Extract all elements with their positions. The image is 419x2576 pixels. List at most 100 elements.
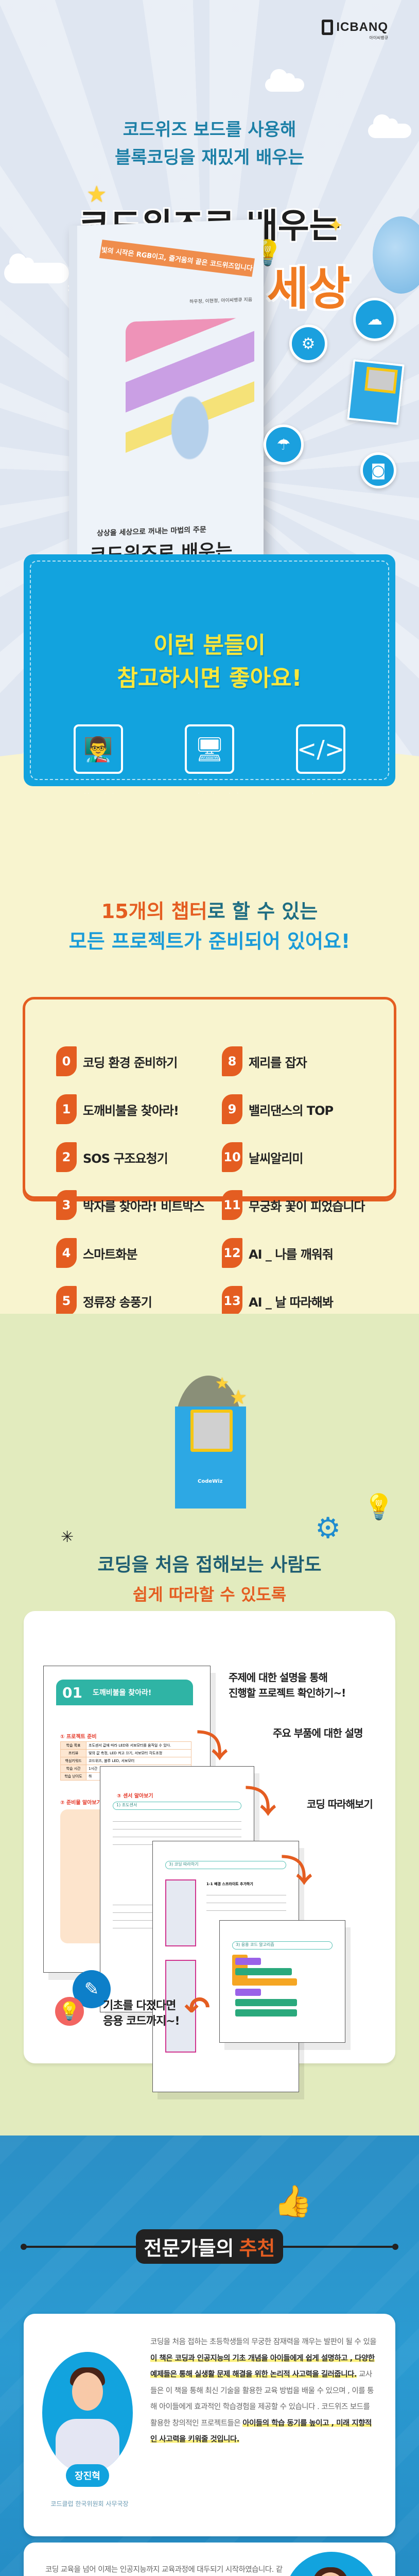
hero-subtitle-line-2: 블록코딩을 재밌게 배우는 [115, 147, 304, 168]
sample-page-app-code: 3) 응용 코드 알고리즘 [219, 1920, 345, 2043]
expert-quote: 코딩 교육을 넘어 이제는 인공지능까지 교육과정에 대두되기 시작하였습니다.… [45, 2562, 287, 2576]
sprite-panel-screenshot [165, 1960, 196, 2053]
chapter-number: 01 [62, 1684, 82, 1701]
cloud-wifi-icon: ☁ [353, 298, 396, 341]
thumbs-up-icon: 👍 [274, 2183, 312, 2219]
star-icon: ★ [86, 181, 107, 208]
weather-phone-icon: ☂ [264, 425, 304, 465]
globe-icon [373, 216, 419, 294]
chapter-number: 0 [56, 1046, 77, 1076]
steps-section: ★ ★ ⚙ 💡 ✳ 코딩을 처음 접해보는 사람도 쉽게 따라할 수 있도록 단… [0, 1314, 419, 2136]
expert-card: 장진혁 코드클럽 한국위원회 사무국장 코딩을 처음 접하는 초등학생들의 무궁… [24, 2314, 395, 2536]
logo-text: ICBANQ [336, 20, 388, 34]
chapter-label: 무궁화 꽃이 피었습니다 [249, 1199, 365, 1214]
table-cell: 코드위즈, 블루 LED, 서보모터 [86, 1757, 191, 1765]
chapter-number: 11 [222, 1190, 242, 1220]
chapter-number: 5 [56, 1286, 77, 1314]
cloud-icon [265, 69, 304, 92]
quote-text: 교사들은 이 책을 통해 최신 기술을 활용한 교육 방법을 배울 수 있으며 … [150, 2370, 374, 2428]
avatar-female [285, 2552, 378, 2576]
audience-item-label: 초소형 컴퓨터에 관심이 있는 학생 [166, 791, 253, 793]
book-authors: 하우정, 이현정, 아이씨뱅큐 지음 [189, 297, 252, 305]
curved-arrow-icon: ⤵ [197, 1728, 228, 1765]
chapter-item: 8 제리를 잡자 [222, 1046, 378, 1077]
steps-headline-line-1: 코딩을 처음 접해보는 사람도 [97, 1554, 322, 1575]
avatar-head [315, 2572, 346, 2576]
chapter-label: 정류장 송풍기 [83, 1295, 152, 1310]
curved-arrow-icon: ⤵ [281, 1853, 312, 1889]
quote-text: 코딩을 처음 접하는 초등학생들의 무궁한 잠재력을 깨우는 발판이 될 수 있… [150, 2338, 377, 2346]
star-icon: ★ [215, 1375, 229, 1393]
chapter-number: 2 [56, 1142, 77, 1172]
chapter-label: 스마트화분 [83, 1247, 137, 1262]
chapter-item: 11 무궁화 꽃이 피었습니다 [222, 1190, 378, 1221]
section-label: ① 프로젝트 준비 [60, 1734, 97, 1740]
chapter-number: 12 [222, 1238, 242, 1268]
audience-item-self-learner: </> 혼자서 코딩을 배워야하는 학생 [277, 724, 364, 793]
avatar-male [42, 2352, 133, 2473]
codewiz-board-sticker [347, 359, 405, 425]
chapter-number: 13 [222, 1286, 242, 1314]
code-block [235, 1968, 292, 1975]
chapter-number: 10 [222, 1142, 242, 1172]
subsection-box: 3) 응용 코드 알고리즘 [232, 1941, 333, 1950]
pencil-ruler-icon: ✎ [73, 1970, 111, 2008]
book-ribbon: 빛의 시작은 RGB이고, 즐거움의 끝은 코드위즈입니다 [99, 240, 255, 277]
audience-item-student: 🖥 초소형 컴퓨터에 관심이 있는 학생 [166, 724, 253, 793]
divider-line [21, 2243, 136, 2250]
heading-text: 전문가들의 [144, 2237, 234, 2260]
code-block [235, 1958, 261, 1965]
codewiz-board-image [175, 1406, 246, 1509]
chapters-title-line-2: 모든 프로젝트가 준비되어 있어요! [68, 930, 351, 953]
teacher-presentation-icon: 👨‍🏫 [74, 724, 123, 774]
chapters-title-rest: 로 할 수 있는 [207, 900, 318, 923]
experts-heading: 전문가들의 추천 [21, 2229, 398, 2264]
experts-section: 전문가들의 추천 👍 장진혁 코드클럽 한국위원회 사무국장 코딩을 처음 접하… [0, 2136, 419, 2576]
code-block [235, 2009, 297, 2016]
expert-quote: 코딩을 처음 접하는 초등학생들의 무궁한 잠재력을 깨우는 발판이 될 수 있… [150, 2334, 377, 2448]
avatar-head [72, 2372, 103, 2411]
chapter-label: 밸리댄스의 TOP [249, 1103, 334, 1118]
chapter-number: 3 [56, 1190, 77, 1220]
chapter-number: 8 [222, 1046, 242, 1076]
book-illustration [126, 317, 254, 477]
logo-mark-icon [322, 20, 334, 35]
self-study-laptop-code-icon: </> [296, 724, 345, 774]
chapter-label: 박자를 찾아라! 비트박스 [83, 1199, 204, 1214]
gear-circuit-icon: ⚙ [289, 325, 327, 363]
student-computer-icon: 🖥 [185, 724, 234, 774]
expert-role: 코드클럽 한국위원회 사무국장 [50, 2500, 129, 2507]
icbanq-logo[interactable]: ICBANQ 아이씨뱅큐 [322, 20, 388, 40]
steps-headline-line-2: 쉽게 따라할 수 있도록 [132, 1585, 287, 1604]
callout-coding: 코딩 따라해보기 [307, 1798, 373, 1810]
callout-advanced-code: 기초를 다졌다면 응용 코드까지~! [103, 1999, 180, 2028]
body-text-lines [206, 1891, 286, 1911]
audience-list: 👨‍🏫 학교에서 코딩을 가르치는 선생님 🖥 초소형 컴퓨터에 관심이 있는 … [55, 724, 364, 793]
table-cell: 학습 시간 [60, 1765, 86, 1773]
book-tagline: 상상을 세상으로 꺼내는 마법의 주문 [97, 526, 206, 538]
chapter-item: 3 박자를 찾아라! 비트박스 [56, 1190, 213, 1221]
star-icon: ★ [230, 1386, 248, 1409]
section-label: ② 준비물 알아보기 [60, 1800, 101, 1806]
table-cell: 학습 목표 [60, 1741, 86, 1750]
section-label: ③ 센서 알아보기 [117, 1793, 153, 1799]
quote-text: 코딩 교육을 넘어 이제는 인공지능까지 교육과정에 대두되기 시작하였습니다.… [45, 2566, 283, 2574]
chapter-item: 5 정류장 송풍기 [56, 1285, 213, 1314]
heading-pill: 전문가들의 추천 [135, 2229, 284, 2264]
chapter-number: 1 [56, 1094, 77, 1124]
logo-subtext: 아이씨뱅큐 [369, 36, 388, 40]
cloud-icon [368, 114, 411, 138]
chapter-label: 제리를 잡자 [249, 1055, 307, 1070]
code-block [235, 1989, 261, 1996]
chapter-title: 도깨비불을 찾아라! [92, 1689, 152, 1697]
face-recognition-icon: ◙ [360, 452, 396, 488]
